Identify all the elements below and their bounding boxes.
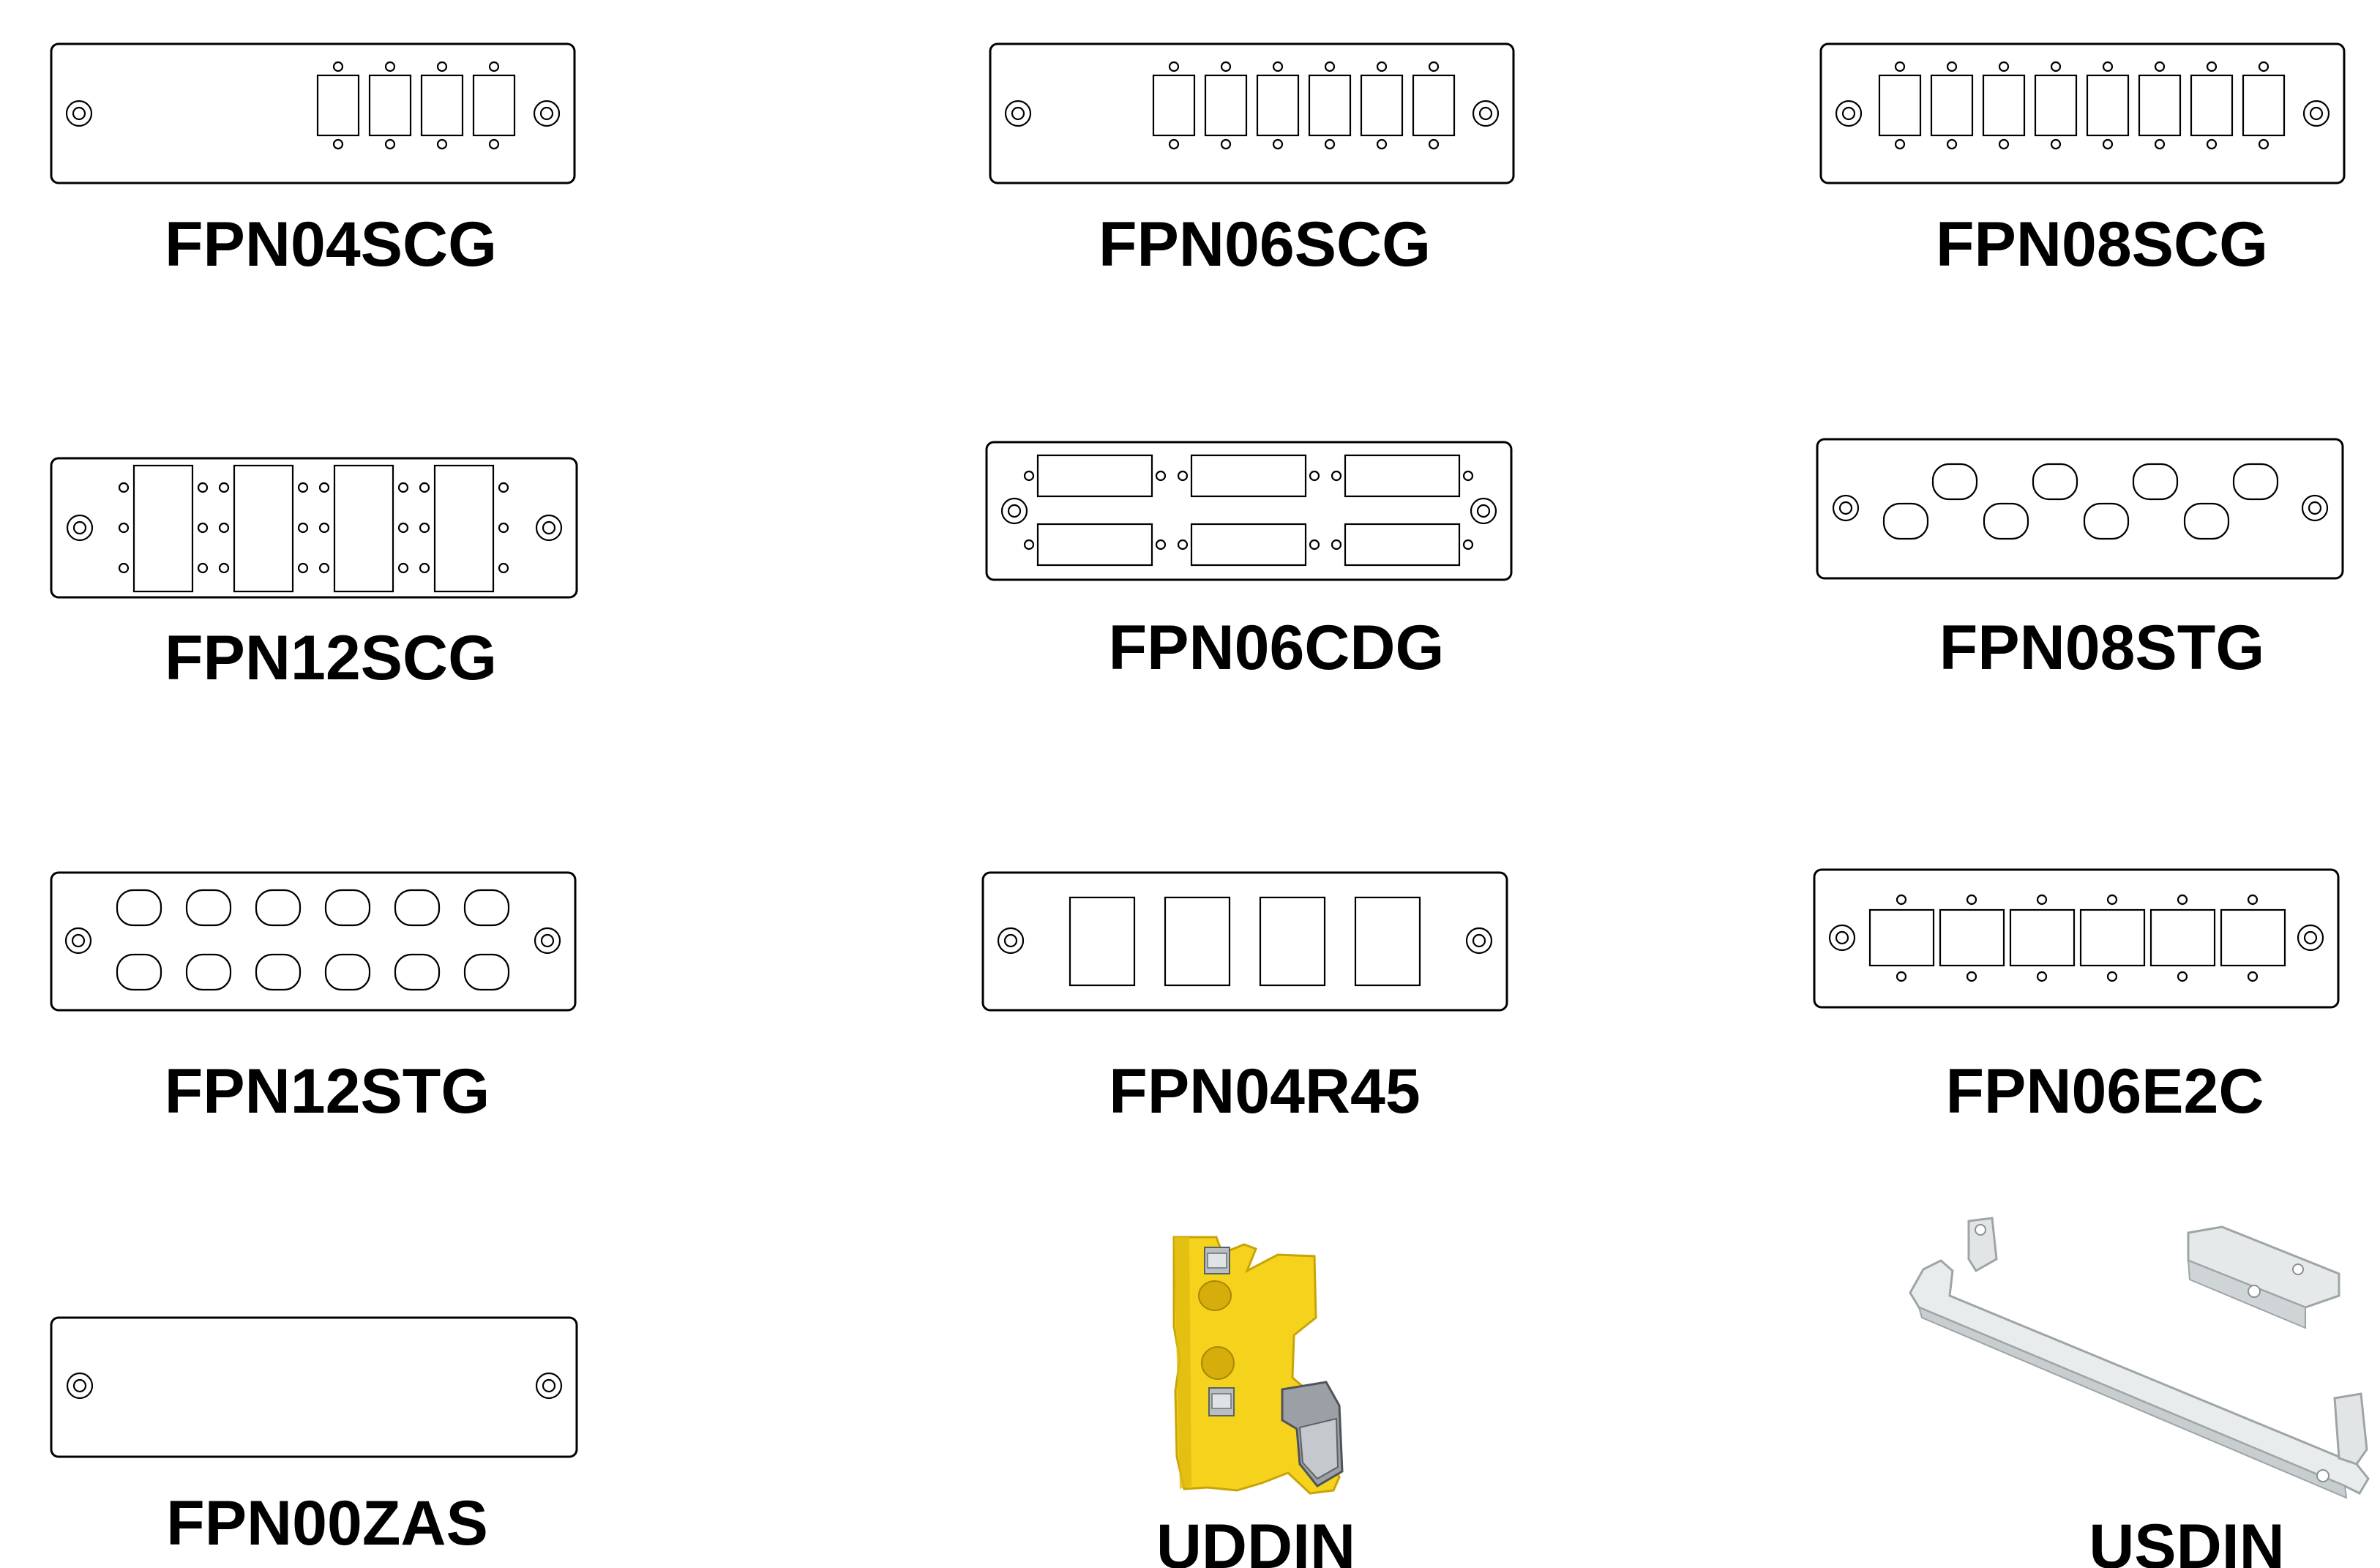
screw-hole-icon	[64, 927, 92, 955]
product-code-label: FPN06SCG	[1099, 209, 1431, 280]
screw-hole-icon	[66, 1372, 94, 1400]
sc-port-row	[316, 61, 516, 150]
product-code-label: FPN06CDG	[1109, 613, 1445, 683]
screw-hole-icon	[2297, 924, 2324, 952]
st-port-row	[1882, 463, 2279, 540]
rj45-port-row	[1069, 896, 1421, 987]
panel-fpn04r45	[981, 871, 1508, 1012]
panel-fpn12scg	[50, 457, 578, 599]
panel-fpn00zas	[50, 1316, 578, 1458]
product-code-label: FPN08SCG	[1936, 209, 2268, 280]
screw-hole-icon	[1000, 497, 1028, 525]
screw-hole-icon	[1472, 100, 1500, 127]
screw-hole-icon	[1835, 100, 1863, 127]
duplex-port-grid	[1023, 454, 1474, 567]
panel-fpn06cdg	[985, 441, 1513, 581]
sc-port-row	[1152, 61, 1456, 150]
screw-hole-icon	[1004, 100, 1032, 127]
screw-hole-icon	[2302, 100, 2330, 127]
screw-hole-icon	[535, 514, 563, 542]
screw-hole-icon	[65, 100, 93, 127]
sc-port-row	[1878, 61, 2286, 150]
screw-hole-icon	[1470, 497, 1497, 525]
e2000-port-row	[1868, 894, 2286, 982]
st-port-grid	[116, 889, 510, 991]
din-clip-image	[1172, 1236, 1344, 1495]
product-code-label: FPN12STG	[165, 1056, 490, 1127]
screw-hole-icon	[2301, 494, 2329, 522]
screw-hole-icon	[1832, 494, 1860, 522]
screw-hole-icon	[997, 927, 1025, 955]
panel-fpn06e2c	[1813, 868, 2340, 1009]
screw-hole-icon	[1465, 927, 1493, 955]
panel-fpn12stg	[50, 871, 577, 1012]
screw-hole-icon	[66, 514, 94, 542]
sc-quad-port-row	[118, 464, 509, 593]
screw-hole-icon	[533, 100, 561, 127]
screw-hole-icon	[534, 927, 561, 955]
product-code-label: FPN06E2C	[1946, 1056, 2264, 1127]
product-code-label: FPN12SCG	[165, 623, 497, 693]
panel-fpn08stg	[1816, 438, 2344, 580]
product-code-label: UDDIN	[1156, 1512, 1355, 1568]
panel-fpn04scg	[50, 42, 576, 184]
product-code-label: FPN08STG	[1939, 613, 2264, 683]
product-code-label: FPN04R45	[1109, 1056, 1420, 1127]
screw-hole-icon	[535, 1372, 563, 1400]
product-code-label: FPN04SCG	[165, 209, 497, 280]
screw-hole-icon	[1828, 924, 1856, 952]
panel-fpn08scg	[1819, 42, 2346, 184]
product-code-label: FPN00ZAS	[166, 1488, 488, 1558]
product-code-label: USDIN	[2089, 1512, 2285, 1568]
panel-fpn06scg	[989, 42, 1515, 184]
din-bracket-image	[1909, 1217, 2370, 1499]
